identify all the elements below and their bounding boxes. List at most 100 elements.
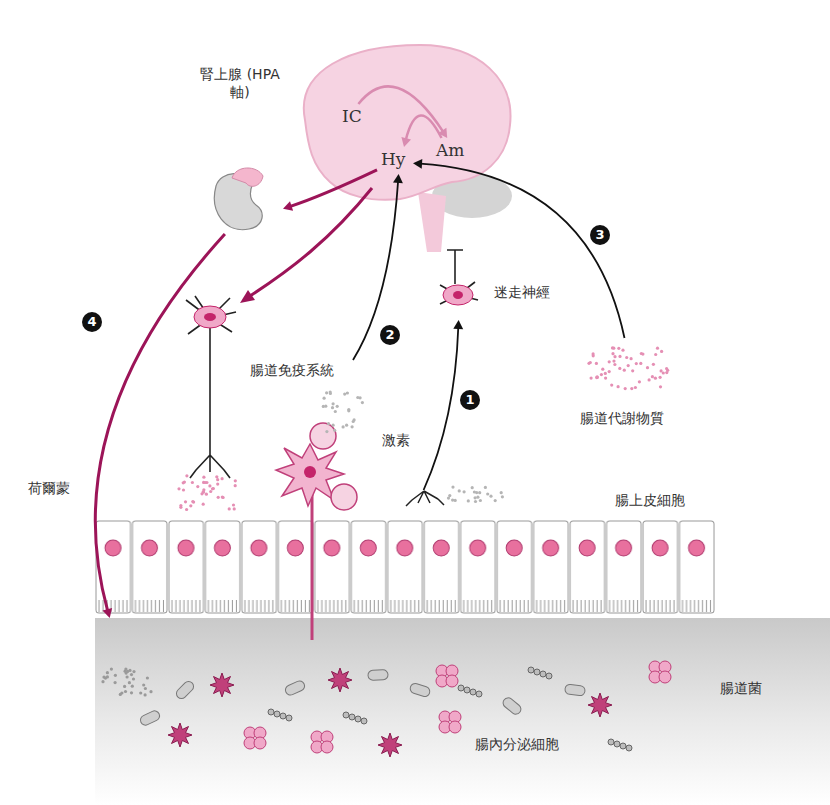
- dot: [204, 481, 207, 484]
- dot: [612, 347, 615, 350]
- immune-node: 腸道免疫系統: [245, 360, 365, 520]
- arrow-head: [240, 290, 255, 303]
- dot: [646, 366, 649, 369]
- dot: [184, 500, 187, 503]
- efferent-neuron-nucleus: [204, 313, 216, 321]
- arrow-head: [401, 137, 411, 147]
- metabolite-node: 腸道代謝物質: [575, 338, 685, 433]
- bacterium-coccus: [254, 737, 266, 749]
- vagus-neuron-nucleus: [453, 291, 463, 299]
- brain: [304, 45, 511, 200]
- dot: [665, 371, 668, 374]
- dot: [604, 372, 607, 375]
- dot: [648, 378, 651, 381]
- dot: [124, 668, 127, 671]
- bacterium-rod: [501, 696, 523, 716]
- dot: [590, 377, 593, 380]
- dot: [356, 396, 359, 399]
- dot-clouds: [101, 346, 669, 696]
- dot: [662, 371, 665, 374]
- callout-number: 3: [590, 225, 610, 245]
- dot: [146, 676, 149, 679]
- bacterium-chain: [355, 716, 361, 722]
- dot: [630, 357, 633, 360]
- bacterium-chain: [280, 713, 286, 719]
- bacterium-chain: [286, 715, 292, 721]
- node-text: Am: [436, 140, 464, 161]
- connector-line: [424, 327, 459, 490]
- arrow-head: [453, 320, 463, 329]
- node-text: IC: [342, 106, 362, 127]
- bacterium-chain: [620, 743, 626, 749]
- dot: [595, 376, 598, 379]
- dot: [216, 483, 219, 486]
- dot: [211, 487, 214, 490]
- connector-line: [358, 86, 443, 132]
- bacterium-chain: [614, 741, 620, 747]
- bacterium-chain: [534, 669, 540, 675]
- dendritic-stem: [311, 480, 314, 640]
- node-text: 腸上皮細胞: [615, 492, 685, 510]
- dot: [660, 350, 663, 353]
- node-text: 腸道代謝物質: [580, 410, 664, 428]
- dot: [596, 375, 599, 378]
- dot: [323, 397, 326, 400]
- dot: [212, 487, 215, 490]
- dot: [635, 362, 638, 365]
- dot: [639, 362, 642, 365]
- dot: [144, 693, 147, 696]
- dot: [202, 503, 205, 506]
- vagus-neuron-processes: [440, 250, 478, 304]
- dot: [501, 495, 504, 498]
- dot: [596, 376, 599, 379]
- dot: [182, 488, 185, 491]
- dot: [479, 499, 482, 502]
- connector-line: [420, 164, 625, 338]
- node-text: 腎上腺 (HPA軸): [200, 66, 280, 101]
- dot: [202, 476, 205, 479]
- gut-lumen-node: 腸道菌腸內分泌細胞: [95, 618, 830, 805]
- dot: [119, 693, 122, 696]
- dot: [124, 690, 127, 693]
- bacterium-chain: [546, 673, 552, 679]
- dot: [478, 491, 481, 494]
- dot: [232, 503, 235, 506]
- node-text: 腸內分泌細胞: [475, 736, 559, 754]
- adrenal-node: 腎上腺 (HPA軸): [200, 66, 283, 234]
- dot: [484, 486, 487, 489]
- dot: [234, 479, 237, 482]
- gut-lumen-band: [95, 618, 830, 805]
- dot: [342, 425, 345, 428]
- dot: [623, 369, 626, 372]
- dot: [476, 496, 479, 499]
- dot: [221, 477, 224, 480]
- dot: [139, 691, 142, 694]
- vagus-node: 迷走神經: [430, 270, 560, 320]
- dot: [185, 474, 188, 477]
- dot: [332, 424, 335, 427]
- efferent-neuron-body: [194, 306, 226, 328]
- dot: [205, 493, 208, 496]
- dot: [114, 674, 117, 677]
- dot: [222, 496, 225, 499]
- dot: [327, 422, 330, 425]
- dot: [132, 670, 135, 673]
- adrenal-gland: [232, 168, 263, 186]
- dot: [110, 668, 113, 671]
- dot: [144, 687, 147, 690]
- dot: [217, 496, 220, 499]
- gut-bacteria: [139, 661, 671, 757]
- node-text: 迷走神經: [494, 284, 550, 302]
- bacterium-chain: [268, 709, 274, 715]
- dot: [325, 430, 328, 433]
- dot: [123, 685, 126, 688]
- connector: [413, 159, 625, 338]
- bacterium-rod: [284, 679, 306, 696]
- dot: [101, 680, 104, 683]
- dot: [618, 367, 621, 370]
- arrow-head: [413, 159, 422, 169]
- dot: [611, 352, 614, 355]
